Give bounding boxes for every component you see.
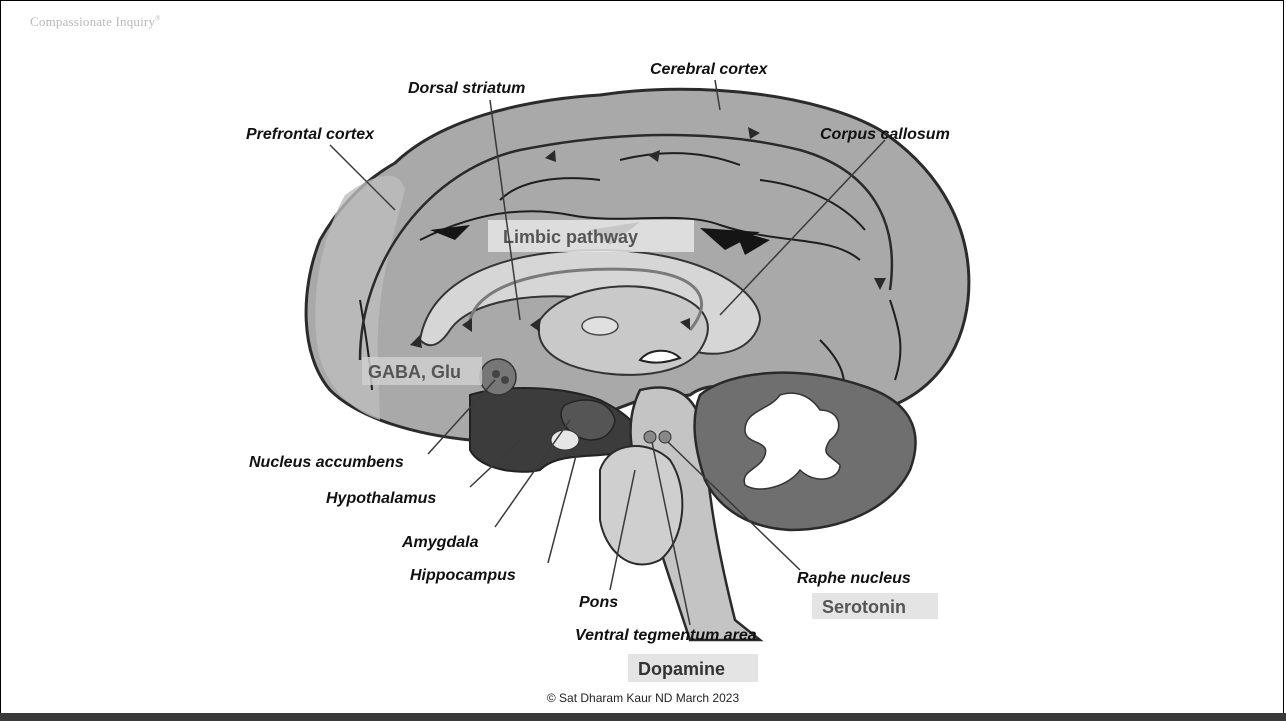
limbic-pathway-label: Limbic pathway: [503, 227, 638, 247]
ventral-tegmentum-label: Ventral tegmentum area: [575, 627, 757, 644]
raphe-nucleus-label: Raphe nucleus: [797, 570, 911, 587]
bottom-bar: [0, 713, 1286, 721]
dorsal-striatum-label: Dorsal striatum: [408, 80, 525, 97]
vta-dot: [644, 431, 656, 443]
hypothalamus-label: Hypothalamus: [326, 490, 436, 507]
serotonin-label: Serotonin: [822, 597, 906, 617]
pons: [600, 446, 682, 564]
corpus-callosum-label: Corpus callosum: [820, 126, 950, 143]
pons-label: Pons: [579, 594, 618, 611]
hippocampus-label: Hippocampus: [410, 567, 516, 584]
dopamine-label: Dopamine: [638, 659, 725, 679]
gaba-glu-label: GABA, Glu: [368, 362, 461, 382]
prefrontal-cortex-label: Prefrontal cortex: [246, 126, 375, 143]
copyright-text: © Sat Dharam Kaur ND March 2023: [0, 691, 1286, 705]
nucleus-accumbens-label: Nucleus accumbens: [249, 454, 404, 471]
corpus-callosum: [539, 286, 708, 375]
thalamus: [582, 317, 618, 335]
amygdala-label: Amygdala: [401, 534, 479, 551]
cerebral-cortex-label: Cerebral cortex: [650, 61, 768, 78]
raphe-dot: [659, 431, 671, 443]
